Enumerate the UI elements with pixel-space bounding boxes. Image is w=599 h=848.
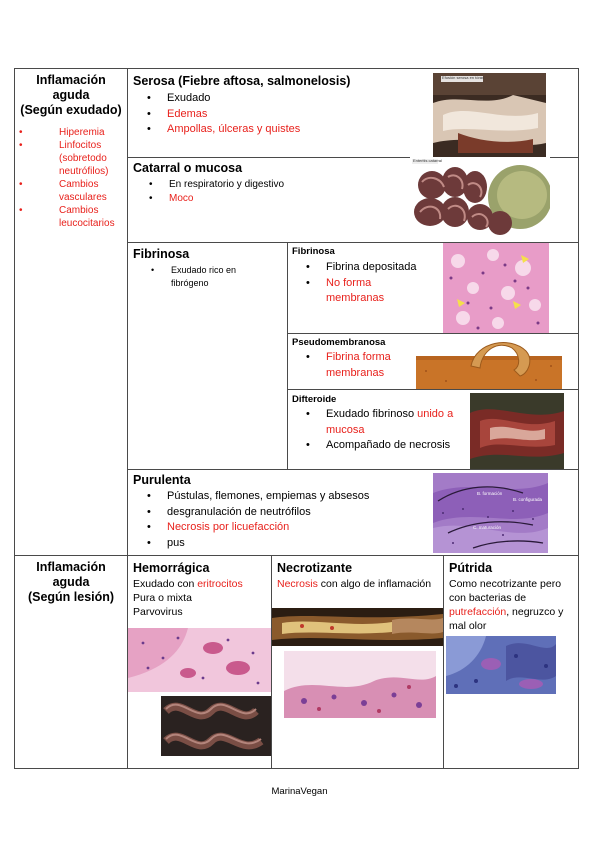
list-item: Exudado rico en fibrógeno	[133, 264, 283, 290]
list-item: Moco	[133, 192, 403, 206]
list-item: Ampollas, úlceras y quistes	[133, 122, 433, 138]
list-item: Edemas	[133, 107, 433, 123]
serosa-list: Exudado Edemas Ampollas, úlceras y quist…	[133, 91, 433, 138]
hemorragica-text: Exudado con eritrocitos Pura o mixta Par…	[133, 578, 243, 618]
difteroide-title: Difteroide	[292, 394, 337, 405]
list-item: Exudado fibrinoso unido a mucosa	[292, 407, 472, 438]
fibrinosa-histology-photo	[443, 243, 549, 333]
section1-header: Inflamación aguda (Según exudado)	[15, 73, 127, 118]
lesion-divider-2	[443, 555, 444, 768]
row-divider-serosa	[127, 157, 578, 158]
lesion-divider-1	[271, 555, 272, 768]
list-item: En respiratorio y digestivo	[133, 178, 403, 192]
fibrinosa-list: Exudado rico en fibrógeno	[133, 264, 283, 290]
putrida-histology-photo	[446, 636, 556, 694]
section1-list: Hiperemia Linfocitos(sobretodo neutrófil…	[15, 126, 127, 230]
purulenta-title: Purulenta	[133, 473, 191, 487]
list-item: Exudado	[133, 91, 433, 107]
hemorragica-histology-photo	[128, 628, 271, 692]
list-item: Cambios leucocitarios	[15, 204, 127, 230]
fibrinosa-subdivider	[287, 242, 288, 469]
fibrinosa-title: Fibrinosa	[133, 247, 190, 261]
fibrinosa-sub-title: Fibrinosa	[292, 246, 335, 257]
list-item: desgranulación de neutrófilos	[133, 505, 433, 521]
necrotizante-text: Necrosis con algo de inflamación	[277, 578, 432, 590]
column-divider	[127, 68, 128, 769]
sub-divider-2	[287, 389, 578, 390]
section1-heading: Inflamación aguda	[36, 73, 106, 102]
putrida-title: Pútrida	[449, 561, 493, 575]
catarral-title: Catarral o mucosa	[133, 161, 243, 175]
necrotizante-title: Necrotizante	[277, 561, 353, 575]
putrida-text: Como necotrizante pero con bacterias de …	[449, 578, 564, 632]
list-item: Necrosis por licuefacción	[133, 520, 433, 536]
list-item: No forma membranas	[292, 276, 442, 307]
list-item: Fibrina depositada	[292, 260, 442, 276]
necrotizante-histology-photo	[284, 651, 436, 718]
list-item: Cambios vasculares	[15, 178, 127, 204]
section2-header: Inflamación aguda (Según lesión)	[15, 560, 127, 605]
list-item: Linfocitos(sobretodo neutrófilos)	[15, 139, 127, 178]
necrotizante-gross-photo	[272, 608, 443, 646]
hemorragica-intestine-photo	[161, 696, 271, 756]
serosa-photo: Efusión serosa en tórax	[433, 73, 546, 157]
table-left-border	[14, 68, 15, 769]
table-bottom-border	[14, 768, 579, 769]
difteroide-photo	[470, 393, 564, 469]
section1-subheading: (Según exudado)	[20, 103, 122, 117]
row-divider-fibrinosa	[127, 469, 578, 470]
fibrinosa-sub-list: Fibrina depositada No forma membranas	[292, 260, 442, 307]
catarral-list: En respiratorio y digestivo Moco	[133, 178, 403, 205]
footer-author: MarinaVegan	[271, 786, 328, 797]
list-item: Pústulas, flemones, empiemas y absesos	[133, 489, 433, 505]
section2-heading: Inflamación aguda	[36, 560, 106, 589]
row-divider-purulenta	[14, 555, 579, 556]
difteroide-list: Exudado fibrinoso unido a mucosa Acompañ…	[292, 407, 472, 454]
table-right-border	[578, 68, 579, 769]
row-divider-catarral	[127, 242, 578, 243]
catarral-photo: Enteritis catarral	[410, 157, 550, 242]
purulenta-histology-photo: B. formación B. configurada C. maturació…	[433, 473, 548, 553]
section2-subheading: (Según lesión)	[27, 590, 115, 604]
serosa-title: Serosa (Fiebre aftosa, salmonelosis)	[133, 74, 351, 88]
list-item: Acompañado de necrosis	[292, 438, 472, 454]
list-item: Fibrina forma membranas	[292, 350, 422, 381]
pseudomembranosa-title: Pseudomembranosa	[292, 337, 386, 348]
purulenta-list: Pústulas, flemones, empiemas y absesos d…	[133, 489, 433, 551]
sub-divider-1	[287, 333, 578, 334]
hemorragica-title: Hemorrágica	[133, 561, 210, 575]
pseudomembranosa-photo	[416, 336, 562, 389]
list-item: pus	[133, 536, 433, 552]
table-top-border	[14, 68, 579, 69]
pseudomembranosa-list: Fibrina forma membranas	[292, 350, 422, 381]
list-item: Hiperemia	[15, 126, 127, 139]
